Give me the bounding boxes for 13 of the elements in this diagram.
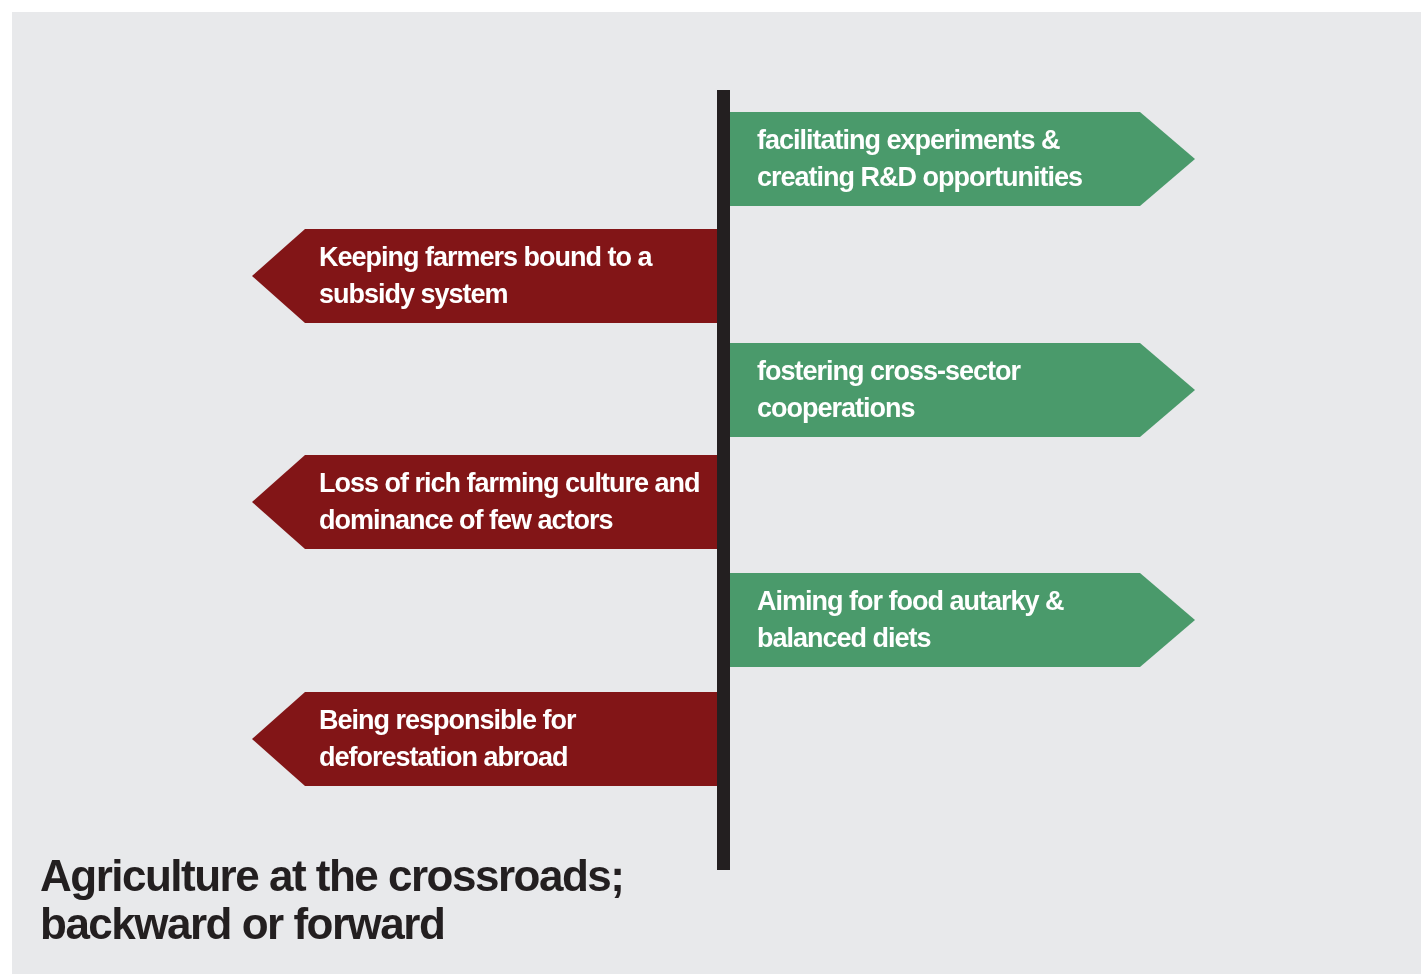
- sign-text: fostering cross-sector cooperations: [757, 355, 1022, 425]
- arrow-sign: [252, 692, 717, 786]
- arrow-sign: [730, 112, 1195, 206]
- sign-text: Keeping farmers bound to a subsidy system: [319, 241, 654, 311]
- sign-text: Loss of rich farming culture and dominance of few actors: [319, 467, 701, 537]
- arrow-sign: [252, 229, 717, 323]
- arrow-sign: [252, 455, 717, 549]
- arrow-sign: [730, 343, 1195, 437]
- title: Agriculture at the crossroads; backward or forward: [40, 852, 625, 948]
- sign-text: facilitating experiments & creating R&D opportunities: [757, 124, 1083, 194]
- arrow-sign: [730, 573, 1195, 667]
- sign-text: Aiming for food autarky & balanced diets: [757, 585, 1065, 655]
- sign-text: Being responsible for deforestation abroad: [319, 704, 577, 774]
